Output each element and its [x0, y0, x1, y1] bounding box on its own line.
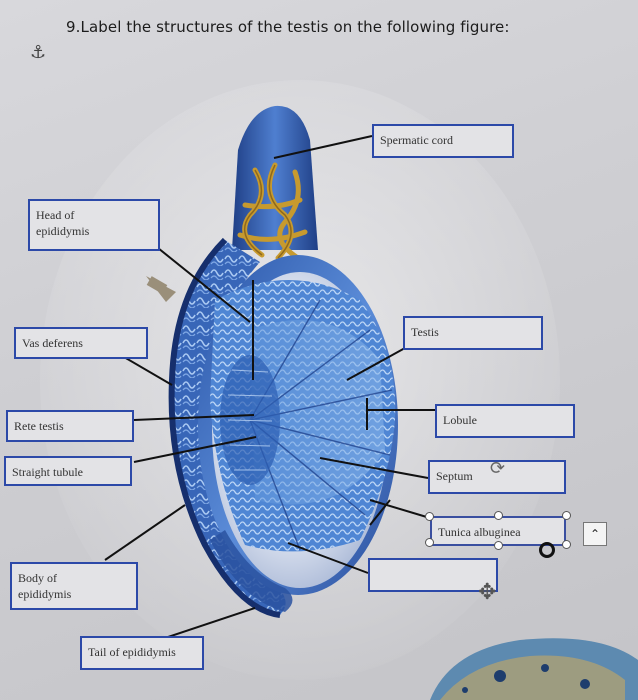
leader-head-of-epididymis: [157, 247, 251, 323]
resize-handle-top[interactable]: [494, 511, 503, 520]
resize-handle-bottom-left[interactable]: [425, 538, 434, 547]
label-tail-of-epididymis-text: Tail of epididymis: [88, 645, 176, 659]
label-vas-deferens[interactable]: Vas deferens: [14, 327, 148, 359]
label-septum[interactable]: Septum: [428, 460, 566, 494]
label-septum-text: Septum: [436, 469, 473, 483]
leader-straight-tubule: [133, 436, 257, 463]
label-tunica-albuginea-text: Tunica albuginea: [438, 525, 521, 539]
label-head-line2: epididymis: [36, 224, 90, 239]
label-head-of-epididymis[interactable]: Head of epididymis: [28, 199, 160, 251]
label-head-line1: Head of: [36, 208, 75, 222]
label-straight-tubule-text: Straight tubule: [12, 465, 83, 479]
label-tail-of-epididymis[interactable]: Tail of epididymis: [80, 636, 204, 670]
label-straight-tubule[interactable]: Straight tubule: [4, 456, 132, 486]
resize-handle-top-right[interactable]: [562, 511, 571, 520]
label-body-line2: epididymis: [18, 587, 72, 602]
layout-options-icon[interactable]: ⌃: [583, 522, 607, 546]
label-rete-testis[interactable]: Rete testis: [6, 410, 134, 442]
leader-septum: [319, 457, 429, 479]
leader-tail-of-epididymis: [164, 607, 256, 639]
question-text: 9.Label the structures of the testis on …: [66, 18, 510, 36]
leader-body-of-epididymis: [104, 504, 186, 561]
label-body-of-epididymis[interactable]: Body of epididymis: [10, 562, 138, 610]
label-body-line1: Body of: [18, 571, 57, 585]
resize-handle-top-left[interactable]: [425, 512, 434, 521]
label-vas-deferens-text: Vas deferens: [22, 336, 83, 350]
connector-handle[interactable]: [539, 542, 555, 558]
label-lobule-text: Lobule: [443, 413, 477, 427]
resize-handle-bottom[interactable]: [494, 541, 503, 550]
rotate-icon[interactable]: ⟳: [490, 458, 506, 479]
resize-handle-bottom-right[interactable]: [562, 540, 571, 549]
leader-vas-deferens: [123, 356, 173, 386]
leader-blank: [287, 542, 369, 574]
anchor-icon: ⚓: [30, 42, 47, 63]
label-rete-testis-text: Rete testis: [14, 419, 64, 433]
label-spermatic-cord-text: Spermatic cord: [380, 133, 453, 147]
leader-spermatic-cord: [273, 135, 373, 159]
label-testis[interactable]: Testis: [403, 316, 543, 350]
label-testis-text: Testis: [411, 325, 439, 339]
leader-testis: [346, 347, 406, 381]
leader-tunica-albuginea: [369, 499, 431, 519]
leader-rete-testis: [133, 414, 255, 421]
move-icon[interactable]: ✥: [478, 580, 497, 605]
label-lobule[interactable]: Lobule: [435, 404, 575, 438]
label-spermatic-cord[interactable]: Spermatic cord: [372, 124, 514, 158]
label-blank[interactable]: [368, 558, 498, 592]
